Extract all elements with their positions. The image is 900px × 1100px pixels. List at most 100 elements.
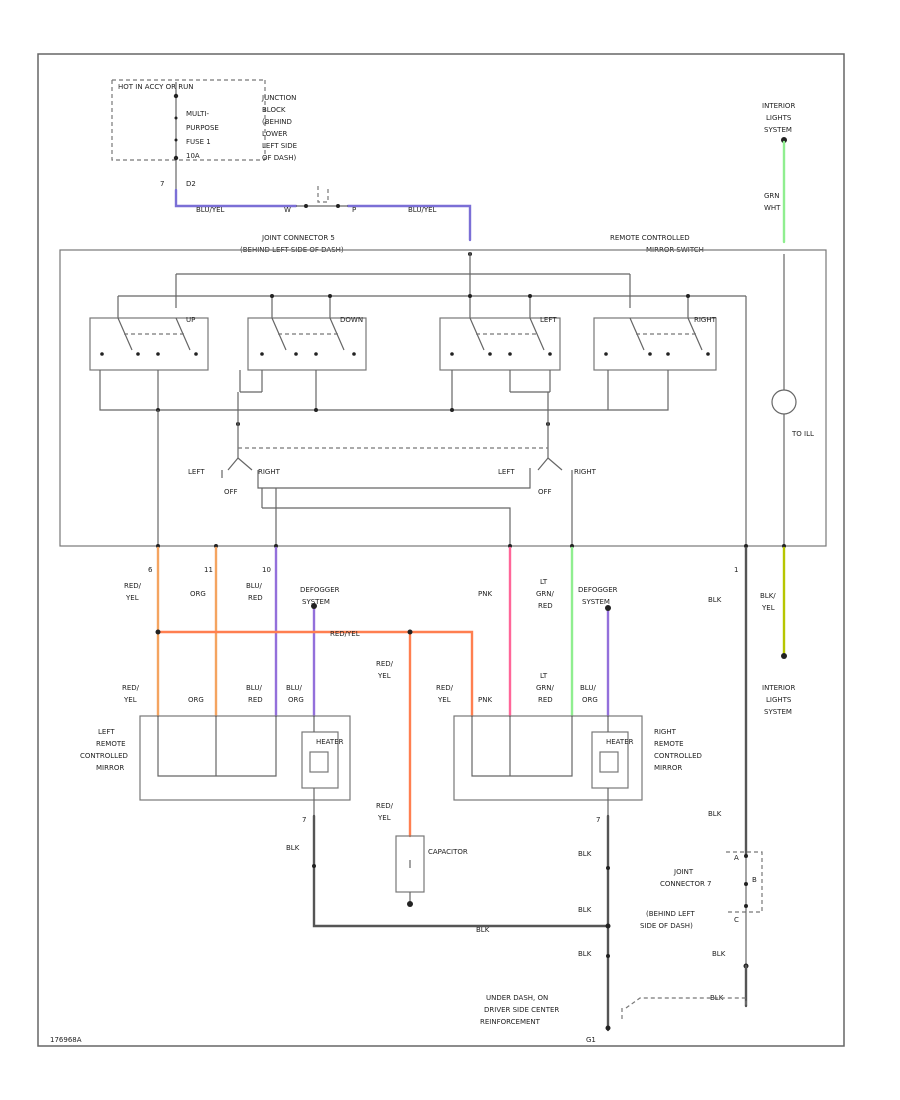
diagram-frame [37, 53, 845, 1047]
label-red: RED [538, 602, 553, 610]
interior-top-line-3: SYSTEM [764, 126, 792, 134]
fuse-line-4: 10A [186, 152, 200, 160]
jb-line-5: LEFT SIDE [262, 142, 297, 150]
sel-left-right: RIGHT [258, 468, 281, 476]
right-mirror-ground-wire: BLK [578, 850, 592, 858]
jc7-line-1: JOINT [673, 868, 694, 876]
interior-top-line-2: LIGHTS [766, 114, 792, 122]
label-pnk: PNK [478, 590, 492, 598]
jc7-behind-1: (BEHIND LEFT [646, 910, 695, 918]
switch-left-label: LEFT [540, 316, 557, 324]
right-mirror-pin: 7 [596, 816, 600, 824]
defogger-right-2: SYSTEM [582, 598, 610, 606]
label-blk-upper: BLK [708, 596, 722, 604]
gnd-blk-5: BLK [712, 950, 726, 958]
splice-w-label: W [284, 206, 291, 214]
splice-p-label: P [352, 206, 356, 214]
fuse-line-3: FUSE 1 [186, 138, 211, 146]
label-blk-yel-2: YEL [761, 604, 775, 612]
mid-red-yel-2: YEL [377, 672, 391, 680]
illumination-lamp: TO ILL [771, 254, 814, 546]
grn-wht-label-1: GRN [764, 192, 780, 200]
jb-line-6: OF DASH) [262, 154, 297, 162]
pin-11: 11 [204, 566, 213, 574]
label-red-yel-2: YEL [125, 594, 139, 602]
interior-bottom-1: INTERIOR [762, 684, 795, 692]
switch-up-label: UP [186, 316, 195, 324]
jb-line-2: BLOCK [262, 106, 286, 114]
right-mirror: HEATER RIGHT REMOTE CONTROLLED MIRROR RE… [436, 672, 702, 858]
defogger-right-1: DEFOGGER [578, 586, 618, 594]
capacitor-wire-2: YEL [377, 814, 391, 822]
label-lt: LT [540, 578, 548, 586]
ground-point: UNDER DASH, ON DRIVER SIDE CENTER REINFO… [480, 994, 596, 1044]
jc7-pin-b: B [752, 876, 757, 884]
left-mirror-heater: HEATER [316, 738, 344, 746]
jb-line-3: (BEHIND [262, 118, 292, 126]
left-mirror-name-3: CONTROLLED [80, 752, 128, 760]
left-mirror-wire-3: ORG [188, 696, 204, 704]
interior-bottom-2: LIGHTS [766, 696, 792, 704]
joint-connector-7: A B C JOINT CONNECTOR 7 (BEHIND LEFT SID… [640, 851, 763, 969]
switch-down-label: DOWN [340, 316, 363, 324]
ground-g-tag: G1 [586, 1036, 596, 1044]
switch-left: LEFT [439, 316, 561, 371]
fuse-line-1: MULTI- [186, 110, 209, 118]
pin-6: 6 [148, 566, 153, 574]
mid-red-yel-1: RED/ [376, 660, 394, 668]
right-mirror-wire-6: RED [538, 696, 553, 704]
left-mirror-name-1: LEFT [98, 728, 115, 736]
pin-d2-label: D2 [186, 180, 196, 188]
right-mirror-name-1: RIGHT [654, 728, 677, 736]
pin-7-label: 7 [160, 180, 164, 188]
gnd-blk-2: BLK [578, 906, 592, 914]
switch-down: DOWN [247, 316, 367, 371]
right-mirror-wire-7: BLU/ [580, 684, 596, 692]
left-mirror-wire-4: BLU/ [246, 684, 262, 692]
jc7-pin-c: C [734, 916, 739, 924]
hot-in-accy-label: HOT IN ACCY OR RUN [118, 83, 193, 91]
selector-left: LEFT OFF RIGHT [188, 447, 548, 546]
wire-red-yel-bus [156, 630, 474, 838]
right-mirror-wire-3: PNK [478, 696, 492, 704]
sel-left-off: OFF [224, 488, 238, 496]
capacitor-label: CAPACITOR [428, 848, 468, 856]
left-mirror-pin: 7 [302, 816, 306, 824]
interior-bottom-3: SYSTEM [764, 708, 792, 716]
capacitor-wire-1: RED/ [376, 802, 394, 810]
jb-line-4: LOWER [262, 130, 288, 138]
sel-right-left: LEFT [498, 468, 515, 476]
interior-lights-top: INTERIOR LIGHTS SYSTEM [762, 102, 795, 143]
grn-wht-label-2: WHT [764, 204, 781, 212]
joint-connector-5-line1: JOINT CONNECTOR 5 [261, 234, 335, 242]
label-org: ORG [190, 590, 206, 598]
fuse-line-2: PURPOSE [186, 124, 219, 132]
lamp-label: TO ILL [791, 430, 814, 438]
gnd-blk-4: BLK [708, 810, 722, 818]
junction-block: HOT IN ACCY OR RUN MULTI- PURPOSE FUSE 1… [111, 79, 297, 190]
blu-yel-feed-wire [174, 188, 472, 242]
right-mirror-name-2: REMOTE [654, 740, 684, 748]
right-mirror-name-4: MIRROR [654, 764, 682, 772]
right-mirror-wire-5: GRN/ [536, 684, 555, 692]
sel-right-right: RIGHT [574, 468, 597, 476]
left-mirror-wire-6: BLU/ [286, 684, 302, 692]
sel-right-off: OFF [538, 488, 552, 496]
blu-yel-label-left: BLU/YEL [196, 206, 225, 214]
defogger-left-1: DEFOGGER [300, 586, 340, 594]
label-grn: GRN/ [536, 590, 555, 598]
right-mirror-wire-4: LT [540, 672, 548, 680]
wire-blk-ground [312, 814, 610, 1032]
switch-right-label: RIGHT [694, 316, 717, 324]
defogger-left-2: SYSTEM [302, 598, 330, 606]
switch-up: UP [89, 316, 209, 371]
right-mirror-wire-8: ORG [582, 696, 598, 704]
left-mirror-wire-7: ORG [288, 696, 304, 704]
blu-yel-label-right: BLU/YEL [408, 206, 437, 214]
label-blk-yel-1: BLK/ [760, 592, 776, 600]
label-red-yel-1: RED/ [124, 582, 142, 590]
splice-connector: W P [284, 186, 356, 214]
gnd-blk-3: BLK [578, 950, 592, 958]
left-mirror-wire-1: RED/ [122, 684, 140, 692]
